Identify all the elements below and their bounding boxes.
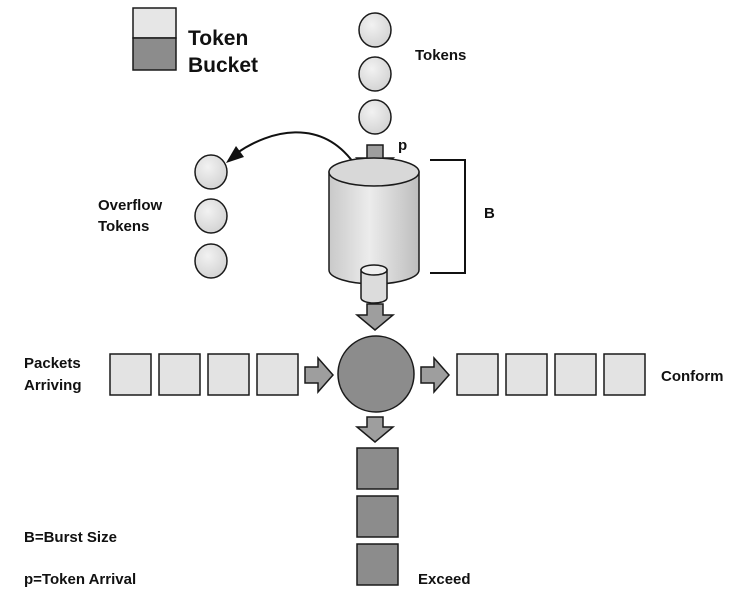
- overflow-arrow: [236, 131, 354, 163]
- overflow-label-line1: Overflow: [98, 197, 163, 214]
- exceed-packets: [356, 447, 399, 586]
- conform-label: Conform: [661, 368, 724, 385]
- arriving-packet: [158, 353, 201, 396]
- bucket-spout-top: [360, 264, 388, 276]
- token: [358, 99, 392, 135]
- legend: Token Bucket: [132, 7, 258, 77]
- overflow-tokens: [194, 154, 228, 279]
- meter-to-conform-arrow: [420, 356, 451, 394]
- bucket-spout: [360, 269, 388, 304]
- token: [358, 12, 392, 48]
- token-arrival-definition: p=Token Arrival: [24, 571, 136, 588]
- arriving-packet: [207, 353, 250, 396]
- conform-packets: [456, 353, 646, 396]
- overflow-token: [194, 198, 228, 234]
- legend-token-label: Token: [188, 27, 248, 50]
- packets-label-line1: Packets: [24, 355, 81, 372]
- exceed-label: Exceed: [418, 571, 471, 588]
- packets-label-line2: Arriving: [24, 377, 82, 394]
- arriving-packet: [256, 353, 299, 396]
- b-label: B: [484, 205, 495, 222]
- packets-to-meter-arrow: [304, 356, 335, 394]
- overflow-token: [194, 154, 228, 190]
- meter-circle: [337, 335, 415, 413]
- overflow-arrowhead: [226, 146, 244, 163]
- burst-size-definition: B=Burst Size: [24, 529, 117, 546]
- conform-packet: [456, 353, 499, 396]
- bucket-top: [328, 157, 420, 187]
- legend-bucket-label: Bucket: [188, 54, 258, 77]
- legend-bucket-swatch: [132, 37, 177, 71]
- conform-packet: [505, 353, 548, 396]
- bucket-to-meter-arrow: [354, 303, 396, 331]
- conform-packet: [554, 353, 597, 396]
- overflow-label-line2: Tokens: [98, 218, 149, 235]
- arriving-packet: [109, 353, 152, 396]
- conform-packet: [603, 353, 646, 396]
- p-label: p: [398, 137, 407, 154]
- token-bucket: [328, 157, 420, 304]
- exceed-packet: [356, 447, 399, 490]
- tokens-label: Tokens: [415, 47, 466, 64]
- overflow-token: [194, 243, 228, 279]
- arriving-packets: [109, 353, 299, 396]
- burst-size-bracket: [430, 159, 466, 274]
- incoming-tokens: [358, 12, 392, 135]
- legend-token-swatch: [132, 7, 177, 39]
- exceed-packet: [356, 543, 399, 586]
- exceed-packet: [356, 495, 399, 538]
- meter-to-exceed-arrow: [354, 416, 396, 443]
- token: [358, 56, 392, 92]
